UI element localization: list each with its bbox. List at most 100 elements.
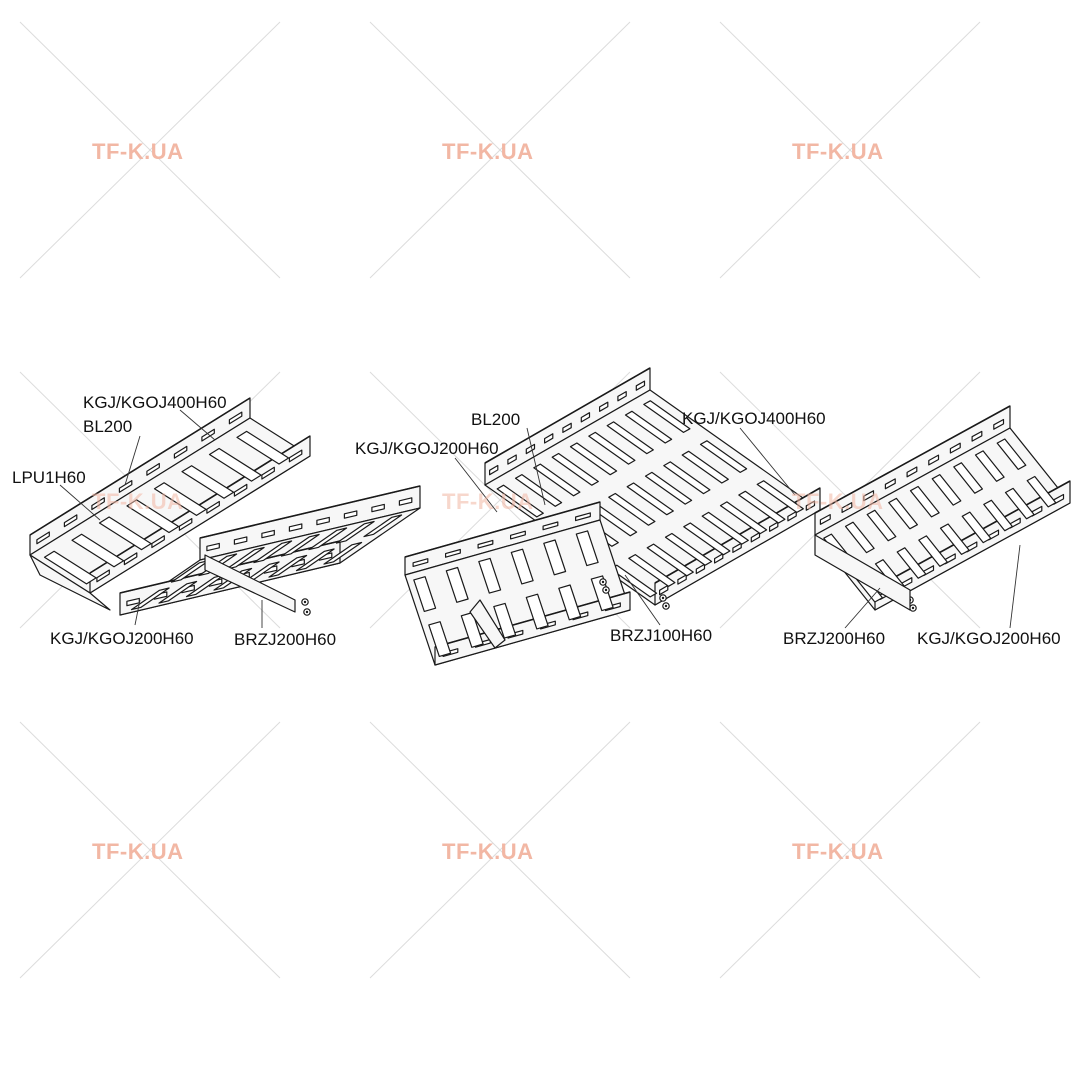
tray-floor-slot bbox=[543, 539, 567, 576]
leader-connector bbox=[124, 435, 141, 486]
tray-floor-slot bbox=[588, 431, 636, 465]
tray-floor-slot bbox=[445, 566, 469, 603]
tray-floor-slot bbox=[974, 450, 1005, 482]
tray-wall-slot bbox=[507, 454, 517, 465]
tray-flange bbox=[404, 501, 601, 558]
label-bracket: LPU1H60 bbox=[12, 468, 86, 487]
watermark-text: TF-K.UA bbox=[92, 839, 184, 864]
leader-branch-tray bbox=[1009, 544, 1021, 629]
watermark-text: TF-K.UA bbox=[442, 489, 534, 514]
tray-floor-slot bbox=[308, 527, 348, 551]
tray-wall-slot bbox=[732, 542, 742, 554]
watermark-line bbox=[719, 721, 981, 979]
tray-wall-slot bbox=[118, 480, 133, 493]
tray-floor-slot bbox=[130, 587, 170, 611]
tray-floor-slot bbox=[606, 421, 654, 455]
label-main-tray: KGJ/KGOJ400H60 bbox=[83, 393, 227, 412]
tray-wall-slot bbox=[906, 466, 918, 478]
tray-wall-slot bbox=[96, 569, 110, 583]
tray-floor-slot bbox=[628, 553, 676, 587]
tray-floor-slot bbox=[699, 440, 748, 473]
label-branch-tray: KGJ/KGOJ200H60 bbox=[50, 629, 194, 648]
tray-wall-slot bbox=[543, 433, 554, 444]
tray-flange bbox=[29, 397, 251, 536]
label-branch-tray: KGJ/KGOJ200H60 bbox=[355, 439, 499, 458]
watermark-text: TF-K.UA bbox=[442, 839, 534, 864]
tray-wall-slot bbox=[949, 442, 961, 454]
watermark-line bbox=[19, 721, 281, 979]
tray-floor-slot bbox=[98, 516, 152, 551]
tray-wall-slot bbox=[863, 490, 875, 502]
tray-floor-slot bbox=[683, 522, 731, 556]
watermark-line bbox=[369, 21, 631, 279]
tray-floor-slot bbox=[493, 602, 517, 639]
bolt-center bbox=[303, 600, 307, 604]
leader-reducer bbox=[624, 574, 661, 626]
tray-flange bbox=[199, 485, 421, 539]
tray-wall-slot bbox=[562, 422, 572, 433]
tray-floor-slot bbox=[896, 547, 927, 579]
label-reducer: BRZJ100H60 bbox=[610, 626, 713, 645]
tray-floor-slot bbox=[643, 400, 691, 433]
tray-wall-slot bbox=[993, 418, 1005, 430]
watermark-text: TF-K.UA bbox=[92, 139, 184, 164]
tray-floor-slot bbox=[738, 490, 786, 524]
tray-floor-slot bbox=[153, 482, 207, 517]
tray-wall-slot bbox=[542, 521, 559, 531]
tray-wall-slot bbox=[233, 536, 248, 545]
tray-floor-slot bbox=[664, 532, 713, 566]
tray-cut-end bbox=[29, 554, 111, 611]
tray-flange bbox=[434, 591, 631, 648]
tray-floor-slot bbox=[428, 621, 452, 658]
watermark-text: TF-K.UA bbox=[792, 139, 884, 164]
tray-wall-slot bbox=[750, 532, 761, 543]
tray-wall-slot bbox=[343, 510, 358, 519]
tray-floor-slot bbox=[953, 462, 984, 494]
tray-wall-slot bbox=[151, 535, 165, 549]
tray-floor-slot bbox=[236, 430, 290, 465]
tray-wall-slot bbox=[445, 548, 461, 558]
tray-floor-slot bbox=[646, 543, 694, 577]
tray-floor-slot bbox=[590, 575, 614, 612]
watermark-text: TF-K.UA bbox=[792, 489, 884, 514]
tray-floor-slot bbox=[626, 482, 674, 516]
tray-wall-slot bbox=[412, 558, 429, 568]
tray-floor-slot bbox=[181, 465, 235, 499]
tray-wall-slot bbox=[228, 411, 243, 425]
tray-floor-slot bbox=[496, 484, 544, 518]
tray-floor-slot bbox=[681, 450, 729, 484]
tray-floor-slot bbox=[525, 593, 549, 630]
tray-floor-slot bbox=[844, 521, 875, 554]
tray-floor-slot bbox=[268, 554, 308, 578]
tray-floor-slot bbox=[208, 447, 262, 482]
tray-floor-slot bbox=[43, 550, 97, 585]
tray-wall-slot bbox=[371, 503, 385, 513]
tray-wall-slot bbox=[173, 445, 188, 459]
label-reducer: BRZJ200H60 bbox=[234, 630, 337, 649]
tray-floor-slot bbox=[866, 509, 897, 542]
tray-floor-slot bbox=[510, 548, 534, 585]
tray-wall-slot bbox=[201, 428, 215, 442]
leader-branch-tray bbox=[134, 599, 141, 626]
label-main-tray: KGJ/KGOJ400H60 bbox=[682, 409, 826, 428]
label-branch-tray: KGJ/KGOJ200H60 bbox=[917, 629, 1061, 648]
leader-main-tray bbox=[739, 427, 796, 496]
tray-floor-slot bbox=[335, 520, 375, 544]
tray-wall-slot bbox=[971, 430, 983, 442]
watermark-text: TF-K.UA bbox=[442, 139, 534, 164]
tray-wall-slot bbox=[91, 497, 105, 511]
tray-floor-slot bbox=[551, 452, 599, 486]
tray-floor-slot bbox=[1004, 487, 1035, 520]
reducer-plate bbox=[204, 554, 296, 613]
tray-floor-slot bbox=[158, 580, 198, 604]
bolt-center bbox=[664, 604, 668, 608]
tray-floor-slot bbox=[514, 474, 563, 507]
tray-floor-slot bbox=[644, 471, 693, 505]
leader-reducer bbox=[844, 587, 881, 629]
tray-wall-slot bbox=[316, 516, 330, 526]
tray-floor-slot bbox=[295, 548, 335, 572]
tray-wall-slot bbox=[695, 563, 706, 575]
tray-wall-slot bbox=[713, 553, 724, 564]
tray-flange bbox=[874, 480, 1071, 589]
tray-wall-slot bbox=[819, 513, 831, 525]
